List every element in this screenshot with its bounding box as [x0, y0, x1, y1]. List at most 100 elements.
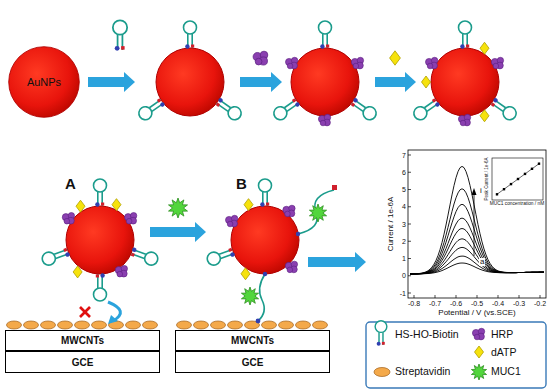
probe-loop [184, 21, 197, 34]
probe-loop [226, 104, 244, 122]
datp-diamond [244, 199, 253, 211]
axis-label: -0.6 [450, 300, 462, 307]
y-tick [408, 206, 411, 207]
streptavidin [58, 321, 73, 329]
biotin-mark [96, 274, 99, 277]
hairpin-probe [94, 179, 107, 207]
thiol-dot [256, 319, 261, 324]
legend-label: MUC1 [491, 366, 521, 377]
hrp-enzyme [491, 57, 503, 69]
hairpin-probe [319, 21, 332, 49]
voltammogram-curve [410, 204, 544, 274]
axis-label: 0 [402, 272, 406, 279]
hrp-enzyme [115, 265, 127, 277]
probe-loop [501, 104, 519, 122]
node-label: GCE [72, 357, 94, 368]
inset-frame [492, 158, 543, 200]
voltammogram-curve [410, 263, 544, 274]
electrode-layer: MWCNTs [5, 330, 160, 351]
axis-label: 7 [402, 152, 406, 159]
streptavidin [24, 321, 39, 329]
datp-diamond [480, 42, 489, 54]
axis-title: Peak Current / 1e-6A [485, 157, 490, 200]
y-tick [408, 258, 411, 259]
voltammogram-curve [410, 247, 544, 274]
biotin-mark [326, 45, 329, 48]
biotin-mark [491, 102, 495, 106]
hrp-lobe [285, 211, 291, 217]
process-arrow [308, 252, 366, 272]
probe-loop [94, 179, 107, 192]
axis-label: 1 [402, 255, 406, 262]
node-label: AuNPs [27, 76, 61, 88]
hrp-lobe [64, 218, 70, 224]
probe-loop [319, 21, 332, 34]
probe-loop [361, 104, 379, 122]
hrp-enzyme [285, 57, 297, 69]
streptavidin [75, 321, 90, 329]
streptavidin [92, 321, 107, 329]
biotin-mark [216, 102, 220, 106]
hairpin-probe [214, 96, 244, 123]
hrp-lobe [287, 267, 293, 273]
hrp-enzyme [283, 205, 295, 217]
y-tick [408, 172, 411, 173]
biotin-mark [131, 253, 135, 257]
streptavidin [296, 321, 311, 329]
gold-nanoparticle [291, 48, 359, 116]
probe-loop [205, 250, 222, 267]
opened-probe [298, 190, 334, 234]
thiol-dot [353, 97, 359, 103]
legend-entry: MUC1 [491, 366, 521, 377]
cross-mark [80, 307, 90, 317]
hrp-enzyme [318, 114, 330, 126]
hrp-lobe [287, 63, 293, 69]
plot-frame [408, 150, 546, 298]
thiol-dot [65, 252, 71, 258]
thiol-dot [294, 101, 300, 107]
arrow-head [472, 188, 477, 195]
legend-entry: HS-HO-Biotin [395, 329, 459, 340]
datp-diamond [475, 346, 484, 358]
node-label: GCE [242, 357, 264, 368]
axis-label: 3 [402, 221, 406, 228]
axis-label: -0.3 [513, 300, 525, 307]
thiol-dot [185, 44, 189, 48]
hrp-enzyme [225, 215, 237, 227]
thiol-dot [320, 44, 324, 48]
hairpin-probe [459, 21, 472, 49]
hrp-lobe [427, 63, 433, 69]
axis-label: -0.2 [534, 300, 546, 307]
hrp-lobe [353, 63, 359, 69]
hairpin-probe [375, 321, 387, 346]
nanoparticle-node: AuNPs [8, 46, 80, 118]
hrp-enzyme [253, 51, 268, 65]
hairpin-probe [94, 273, 107, 301]
hrp-lobe [255, 58, 262, 65]
hrp-lobe [227, 221, 233, 227]
y-tick [408, 275, 411, 276]
y-tick [408, 224, 411, 225]
thiol-dot [131, 247, 137, 253]
voltammogram-curve [410, 256, 544, 274]
datp-diamond [422, 76, 431, 88]
x-tick [456, 295, 457, 298]
hairpin-probe [129, 245, 159, 267]
panel-letter: A [65, 176, 76, 191]
cross-mark [80, 307, 90, 317]
streptavidin [126, 321, 141, 329]
biotin-mark [332, 185, 337, 190]
data-point [510, 183, 512, 185]
hrp-enzyme [425, 57, 437, 69]
trend-arrow [474, 194, 475, 256]
legend-label: HS-HO-Biotin [395, 329, 459, 340]
probe-loop [40, 250, 57, 267]
streptavidin [7, 321, 22, 329]
axis-label: 4 [402, 203, 406, 210]
muc1-star [169, 198, 188, 218]
axis-label: -0.8 [408, 300, 420, 307]
hrp-lobe [493, 63, 499, 69]
legend-label: dATP [491, 347, 516, 358]
biotin-mark [228, 248, 232, 252]
process-arrow [150, 222, 206, 242]
